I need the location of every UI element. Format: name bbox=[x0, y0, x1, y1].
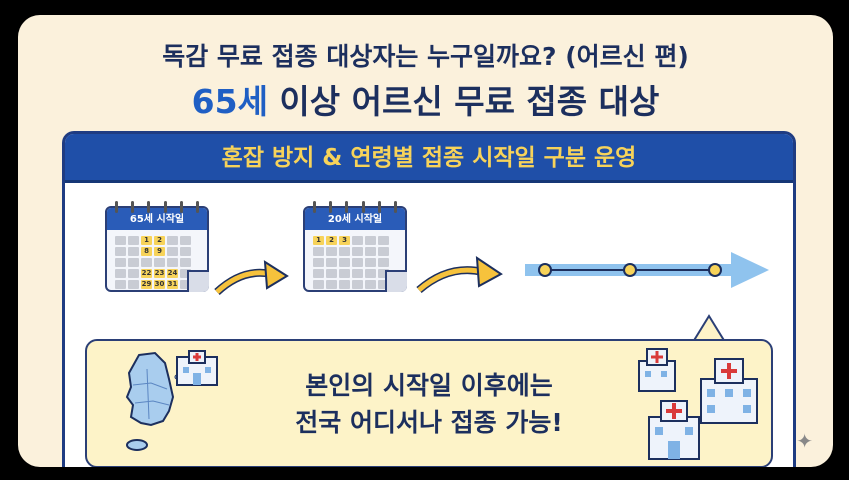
title-line2-rest: 이상 어르신 무료 접종 대상 bbox=[267, 82, 660, 121]
title-line1: 독감 무료 접종 대상자는 누구일까요? (어르신 편) bbox=[162, 42, 689, 71]
hospital-icon bbox=[638, 348, 758, 460]
cal-date: 31 bbox=[167, 280, 178, 289]
cal-date: 29 bbox=[141, 280, 152, 289]
cal-date: 8 bbox=[141, 247, 152, 256]
info-box: 본인의 시작일 이후에는 전국 어디서나 접종 가능! bbox=[85, 339, 773, 467]
cal-date: 22 bbox=[141, 269, 152, 278]
cal-date: 30 bbox=[154, 280, 165, 289]
banner: 혼잡 방지 & 연령별 접종 시작일 구분 운영 bbox=[65, 134, 793, 183]
cal-date: 23 bbox=[154, 269, 165, 278]
timeline-arrow-icon bbox=[525, 252, 769, 288]
infographic-frame: 독감 무료 접종 대상자는 누구일까요? (어르신 편) 65세 이상 어르신 … bbox=[18, 15, 833, 467]
arrow-right-icon bbox=[214, 260, 289, 296]
calendar-65-label: 65세 시작일 bbox=[107, 208, 207, 230]
cal-date: 24 bbox=[167, 269, 178, 278]
age-highlight: 65세 bbox=[191, 82, 268, 121]
info-line1: 본인의 시작일 이후에는 bbox=[305, 371, 553, 400]
page-curl-icon bbox=[187, 270, 209, 292]
page-curl-icon bbox=[385, 270, 407, 292]
arrow-right-icon bbox=[416, 256, 503, 294]
cal-date: 3 bbox=[339, 236, 350, 245]
cal-date: 1 bbox=[313, 236, 324, 245]
calendar-rings-icon bbox=[115, 201, 199, 213]
sparkle-icon: ✦ bbox=[796, 429, 813, 453]
korea-map-icon bbox=[125, 351, 180, 451]
cal-date: 1 bbox=[141, 236, 152, 245]
calendar-rings-icon bbox=[313, 201, 397, 213]
calendar-20-label: 20세 시작일 bbox=[305, 208, 405, 230]
cal-date: 2 bbox=[326, 236, 337, 245]
banner-text: 혼잡 방지 & 연령별 접종 시작일 구분 운영 bbox=[221, 145, 637, 171]
cal-date: 2 bbox=[154, 236, 165, 245]
info-line2: 전국 어디서나 접종 가능! bbox=[295, 408, 563, 437]
title-line2: 65세 이상 어르신 무료 접종 대상 bbox=[18, 75, 833, 123]
hospital-icon bbox=[176, 350, 218, 386]
cal-date: 9 bbox=[154, 247, 165, 256]
